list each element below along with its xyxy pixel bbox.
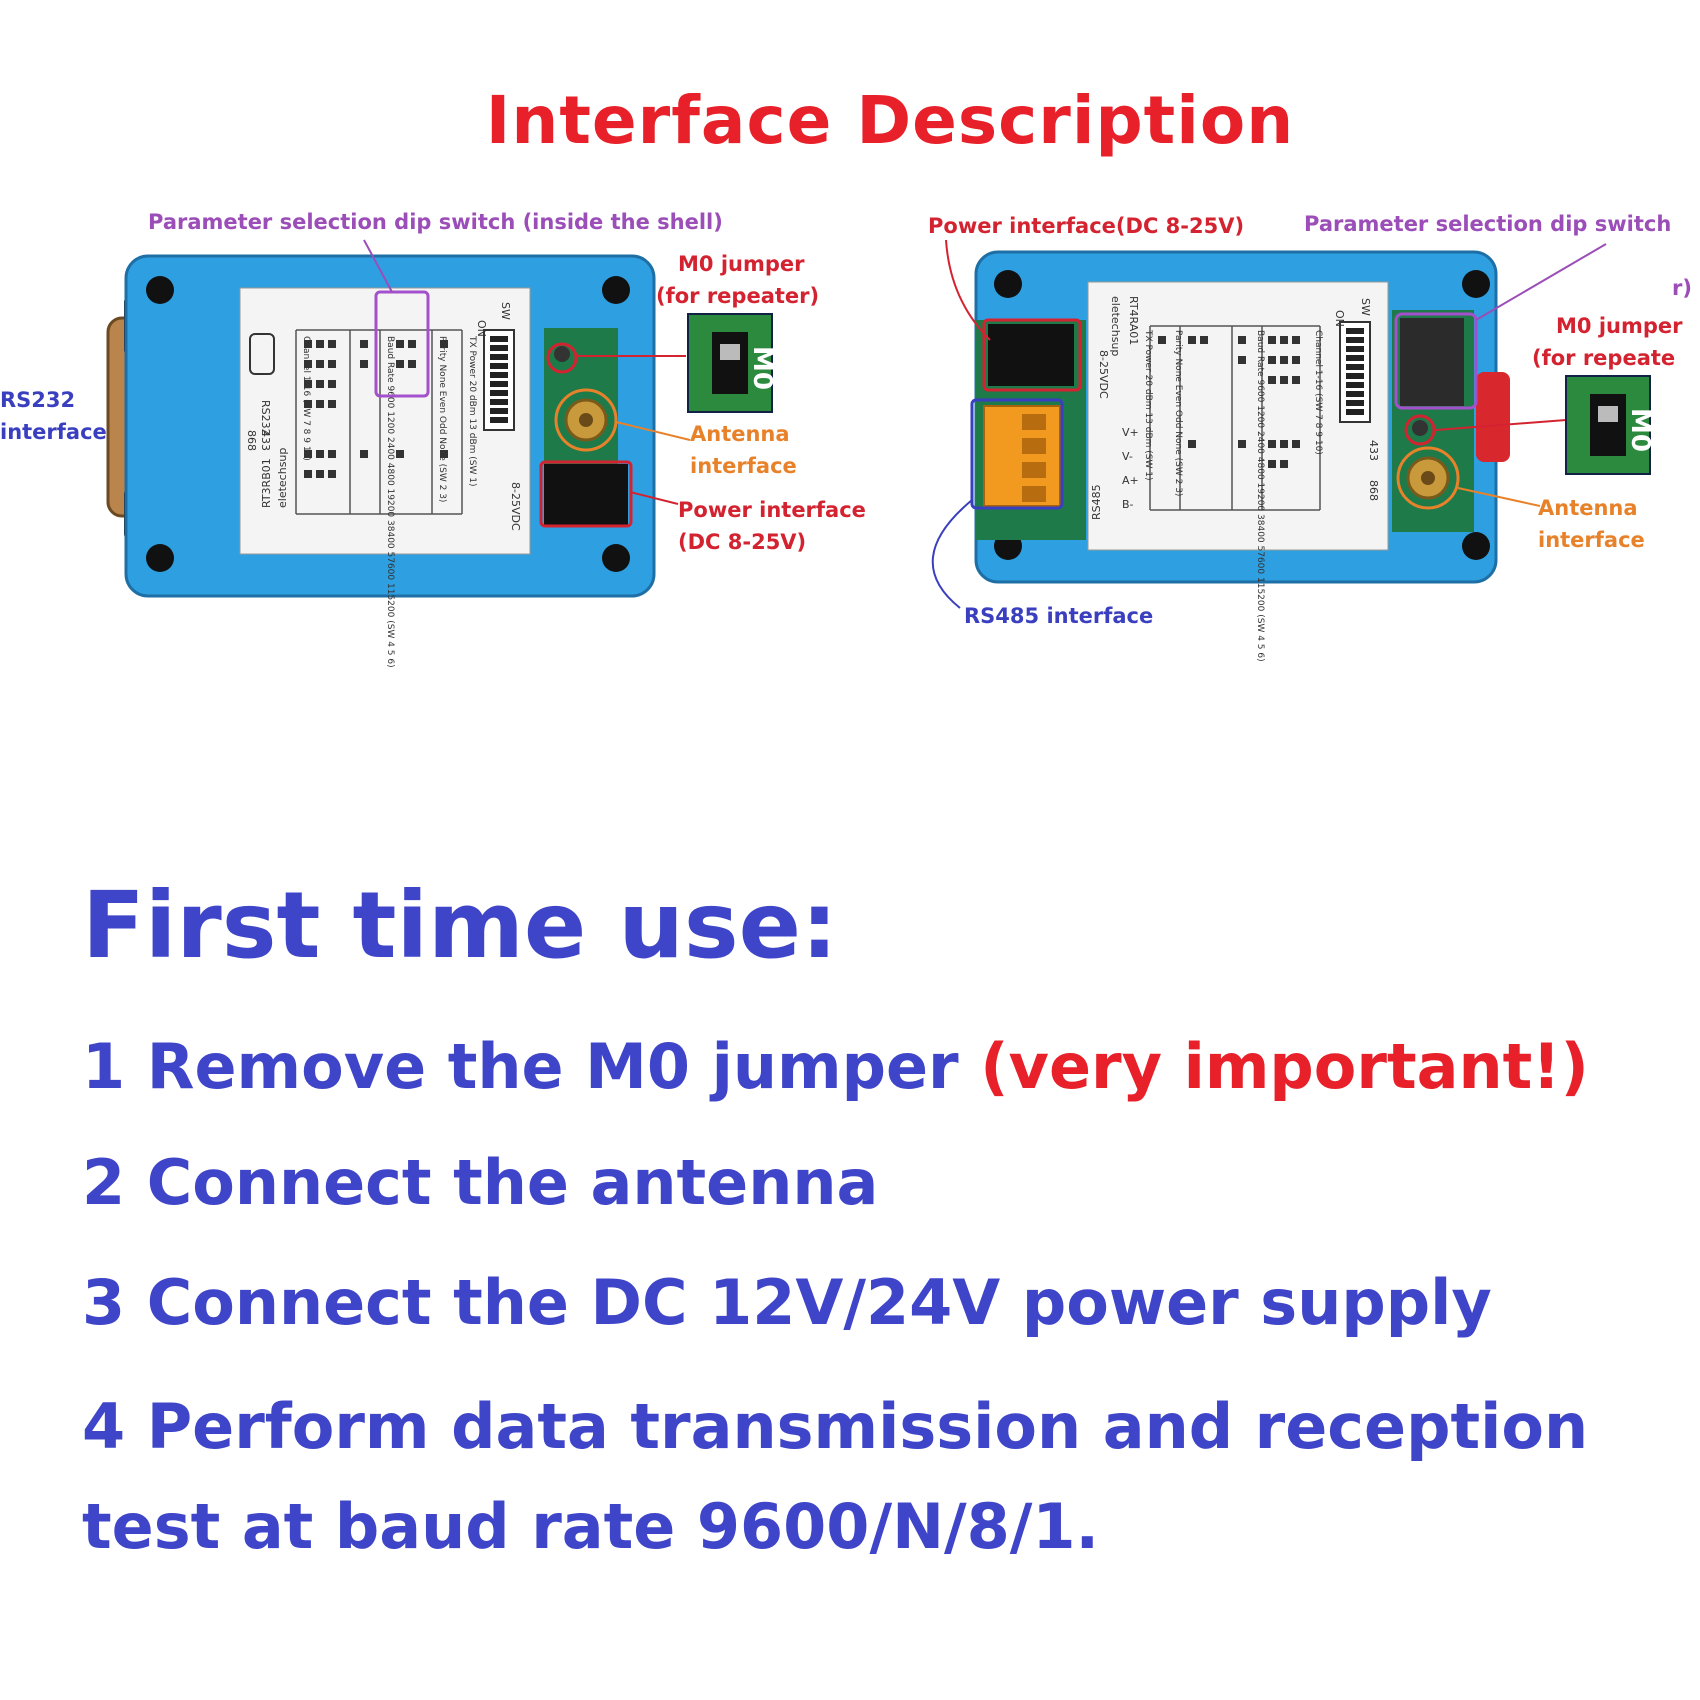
- left-port-text: RS232: [259, 400, 272, 436]
- page-title: Interface Description: [485, 82, 1295, 159]
- terminal-label: V+: [1122, 426, 1139, 439]
- left-m0-highlight: [546, 342, 578, 374]
- left-sticker-row: Channel 1-16 (SW 7 8 9 10): [301, 336, 311, 461]
- left-brand-text: eletechsup: [276, 448, 289, 508]
- left-dc-text: 8-25VDC: [509, 482, 522, 531]
- right-model-text: RT4RA01: [1127, 296, 1140, 345]
- left-sticker-row: TX Power 20 dBm 13 dBm (SW 1): [467, 335, 477, 486]
- right-antenna-highlight: [1396, 446, 1460, 510]
- left-device: RT3RB01 eletechsup RS232 SW ON 8-25VDC 4…: [106, 239, 777, 668]
- left-power-label-line2: (DC 8-25V): [678, 530, 807, 554]
- right-m0-jumper-text: M0: [1625, 408, 1655, 452]
- rs232-label-line1: RS232: [0, 388, 76, 412]
- step-2: 2 Connect the antenna: [82, 1146, 879, 1219]
- right-freq-a: 433: [1367, 440, 1380, 461]
- instructions-heading: First time use:: [82, 872, 838, 979]
- right-m0-label-line2: (for repeate: [1532, 346, 1676, 370]
- right-sticker-row: TX Power 20 dBm 13 dBm (SW 1): [1143, 329, 1153, 480]
- right-dip-highlight: [1394, 312, 1478, 410]
- right-m0-label-line1: M0 jumper: [1556, 314, 1683, 338]
- terminal-label: A+: [1122, 474, 1139, 487]
- step-1-text: 1 Remove the M0 jumper: [82, 1030, 981, 1103]
- left-sticker-row: Baud Rate 9600 1200 2400 4800 19200 3840…: [385, 336, 395, 668]
- terminal-label: V-: [1122, 450, 1133, 463]
- right-antenna-label-line1: Antenna: [1538, 496, 1638, 520]
- left-m0-label-line1: M0 jumper: [678, 252, 805, 276]
- left-power-label-line1: Power interface: [678, 498, 866, 522]
- interface-diagram: RT3RB01 eletechsup RS232 SW ON 8-25VDC 4…: [106, 239, 1655, 668]
- right-m0-highlight: [1404, 414, 1436, 446]
- left-antenna-label-line1: Antenna: [690, 422, 790, 446]
- left-m0-jumper-text: M0: [747, 346, 777, 390]
- right-sticker-row: Baud Rate 9600 1200 2400 4800 19200 3840…: [1255, 330, 1265, 662]
- right-pin-header: [1400, 318, 1464, 406]
- left-dip-highlight: [374, 290, 430, 398]
- left-dip-switch-label: Parameter selection dip switch (inside t…: [148, 210, 723, 234]
- db9-icon: [249, 333, 275, 375]
- left-freq-b: 868: [245, 430, 258, 451]
- right-on-text: ON: [1333, 310, 1346, 327]
- rs232-label-line2: interface: [0, 420, 107, 444]
- right-power-highlight: [982, 318, 1082, 392]
- right-sticker-row: Channel 1-16 (SW 7 8 9 10): [1313, 330, 1323, 455]
- right-port-text: RS485: [1090, 484, 1103, 520]
- left-on-text: ON: [475, 320, 488, 337]
- left-power-jack: [544, 464, 628, 526]
- right-dc-text: 8-25VDC: [1097, 350, 1110, 399]
- step-4-line2: test at baud rate 9600/N/8/1.: [82, 1490, 1100, 1563]
- step-1: 1 Remove the M0 jumper (very important!): [82, 1030, 1589, 1103]
- right-freq-b: 868: [1367, 480, 1380, 501]
- left-antenna-label-line2: interface: [690, 454, 797, 478]
- left-model-text: RT3RB01: [260, 458, 273, 508]
- right-antenna-label-line2: interface: [1538, 528, 1645, 552]
- step-3: 3 Connect the DC 12V/24V power supply: [82, 1266, 1492, 1339]
- right-device: RT4RA01 eletechsup RS485 SW ON 8-25VDC 4…: [931, 239, 1655, 662]
- rs485-label: RS485 interface: [964, 604, 1154, 628]
- step-1-important: (very important!): [980, 1030, 1589, 1103]
- left-power-highlight: [539, 460, 633, 528]
- left-sticker-row: Parity None Even Odd None (SW 2 3): [437, 336, 447, 502]
- left-sticker: [239, 287, 531, 555]
- right-sw-text: SW: [1359, 298, 1372, 316]
- right-power-label: Power interface(DC 8-25V): [928, 214, 1245, 238]
- left-m0-label-line2: (for repeater): [656, 284, 820, 308]
- right-edge-fragment: r): [1672, 276, 1692, 300]
- right-power-jack: [988, 324, 1074, 386]
- step-4-line1: 4 Perform data transmission and receptio…: [82, 1390, 1589, 1463]
- terminal-label: B-: [1122, 498, 1134, 511]
- left-sw-text: SW: [499, 302, 512, 320]
- left-freq-a: 433: [259, 430, 272, 451]
- right-sticker-row: Parity None Even Odd None (SW 2 3): [1173, 330, 1183, 496]
- left-antenna-highlight: [554, 388, 618, 452]
- right-brand-text: eletechsup: [1109, 296, 1122, 356]
- right-dip-switch-label: Parameter selection dip switch: [1304, 212, 1672, 236]
- right-rs485-highlight: [970, 398, 1064, 510]
